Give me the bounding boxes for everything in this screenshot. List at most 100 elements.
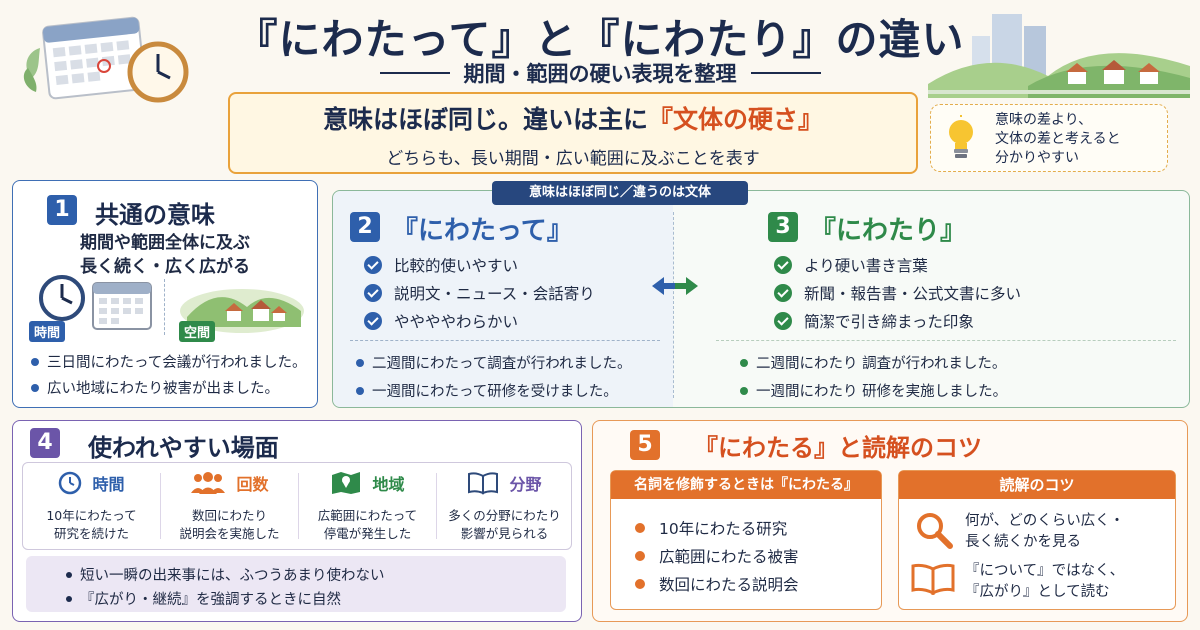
usage-card-body: 10年にわたって 研究を続けた bbox=[46, 508, 137, 541]
section-2-point-text: ややややわらかい bbox=[394, 313, 519, 331]
comparison-banner: 意味はほぼ同じ／違うのは文体 bbox=[492, 181, 748, 205]
usage-card-head: 回数 bbox=[161, 471, 298, 495]
section-number-1: 1 bbox=[47, 195, 77, 225]
usage-card-body: 多くの分野にわたり 影響が見られる bbox=[448, 508, 561, 541]
usage-card-count: 回数 数回にわたり 説明会を実施した bbox=[161, 463, 298, 549]
section-2-point-text: 説明文・ニュース・会話寄り bbox=[394, 285, 595, 303]
section-5-title: 『にわたる』と読解のコツ bbox=[694, 434, 982, 462]
modifier-item: 10年にわたる研究 bbox=[635, 517, 787, 539]
modifier-item: 数回にわたる説明会 bbox=[635, 573, 799, 595]
usage-note: 短い一瞬の出来事には、ふつうあまり使わない bbox=[66, 564, 385, 585]
bullet-dot bbox=[31, 357, 39, 366]
usage-card-label: 時間 bbox=[92, 475, 125, 494]
section-2-background bbox=[333, 191, 673, 407]
modifier-item-text: 広範囲にわたる被害 bbox=[659, 548, 799, 566]
usage-card-label: 地域 bbox=[372, 475, 405, 494]
section-2-point: 説明文・ニュース・会話寄り bbox=[364, 282, 595, 304]
section-3-example-text: 一週間にわたり 研修を実施しました。 bbox=[756, 384, 1008, 400]
usage-card-field: 分野 多くの分野にわたり 影響が見られる bbox=[436, 463, 573, 549]
tag-space: 空間 bbox=[179, 321, 216, 342]
usage-card-body: 広範囲にわたって 停電が発生した bbox=[317, 508, 418, 541]
section-1-desc-line1: 期間や範囲全体に及ぶ bbox=[80, 233, 250, 253]
summary-sub: どちらも、長い期間・広い範囲に及ぶことを表す bbox=[386, 149, 760, 169]
usage-card-head: 時間 bbox=[23, 471, 160, 495]
usage-cards: 時間 10年にわたって 研究を続けた 回数 数回にわたり 説明会を実施した 地域… bbox=[22, 462, 572, 550]
usage-card-head: 分野 bbox=[436, 471, 573, 495]
section-3-title: 『にわたり』 bbox=[810, 216, 967, 246]
section-1-desc: 期間や範囲全体に及ぶ 長く続く・広く広がる bbox=[13, 231, 317, 279]
reading-tips-subpanel: 読解のコツ 何が、どのくらい広く・ 長く続くかを見る 『について』ではなく、 『… bbox=[898, 470, 1176, 610]
usage-card-time: 時間 10年にわたって 研究を続けた bbox=[23, 463, 160, 549]
section-common-meaning: 1 共通の意味 期間や範囲全体に及ぶ 長く続く・広く広がる 時間 空間 三日間に… bbox=[12, 180, 318, 408]
bullet-dot bbox=[635, 551, 645, 561]
town-landscape-illustration bbox=[928, 14, 1190, 98]
check-icon bbox=[364, 312, 382, 330]
section-3-point-text: 簡潔で引き締まった印象 bbox=[804, 313, 974, 331]
page-title: 『にわたって』と『にわたり』の違い bbox=[235, 15, 965, 64]
summary-main: 意味はほぼ同じ。違いは主に『文体の硬さ』 bbox=[230, 100, 916, 136]
section-1-example: 広い地域にわたり被害が出ました。 bbox=[31, 377, 279, 398]
usage-card-head: 地域 bbox=[299, 471, 436, 495]
section-4-title: 使われやすい場面 bbox=[88, 434, 279, 462]
section-1-example-text: 三日間にわたって会議が行われました。 bbox=[47, 355, 307, 371]
usage-note-text: 『広がり・継続』を強調するときに自然 bbox=[80, 592, 341, 608]
usage-note: 『広がり・継続』を強調するときに自然 bbox=[66, 588, 341, 609]
section-number-2: 2 bbox=[350, 212, 380, 242]
section-number-5: 5 bbox=[630, 430, 660, 460]
book-icon bbox=[468, 472, 499, 495]
double-arrow-icon bbox=[652, 277, 698, 295]
section-2-point: ややややわらかい bbox=[364, 310, 518, 332]
summary-main-prefix: 意味はほぼ同じ。違いは主に bbox=[322, 105, 648, 134]
summary-main-highlight: 『文体の硬さ』 bbox=[648, 105, 824, 134]
comparison-divider bbox=[673, 212, 674, 398]
section-3-example: 二週間にわたり 調査が行われました。 bbox=[740, 352, 1006, 373]
bullet-dot bbox=[635, 579, 645, 589]
section-2-example: 一週間にわたって研修を受けました。 bbox=[356, 380, 618, 401]
card-divider bbox=[298, 473, 299, 539]
section-2-example-text: 一週間にわたって研修を受けました。 bbox=[372, 384, 618, 400]
calendar-icon bbox=[92, 282, 152, 330]
reading-tips-head: 読解のコツ bbox=[899, 471, 1175, 499]
section-2-point-text: 比較的使いやすい bbox=[394, 257, 519, 275]
section-1-title: 共通の意味 bbox=[95, 201, 215, 229]
section-2-example: 二週間にわたって調査が行われました。 bbox=[356, 352, 632, 373]
tag-time: 時間 bbox=[29, 321, 66, 342]
section-3-example-text: 二週間にわたり 調査が行われました。 bbox=[756, 356, 1007, 372]
usage-note-text: 短い一瞬の出来事には、ふつうあまり使わない bbox=[80, 568, 385, 584]
check-icon bbox=[364, 284, 382, 302]
section-3-example: 一週間にわたり 研修を実施しました。 bbox=[740, 380, 1007, 401]
reading-tip-text: 『について』ではなく、 『広がり』として読む bbox=[965, 563, 1125, 600]
map-icon bbox=[332, 472, 361, 494]
subtitle-row: 期間・範囲の硬い表現を整理 bbox=[330, 60, 870, 86]
modifier-subpanel-head: 名詞を修飾するときは『にわたる』 bbox=[611, 471, 881, 499]
clock-icon bbox=[59, 471, 82, 495]
subtitle-rule-left bbox=[379, 72, 450, 74]
section-3-point: 新聞・報告書・公式文書に多い bbox=[774, 282, 1021, 304]
card-divider bbox=[436, 473, 437, 539]
tip-callout: 意味の差より、 文体の差と考えると 分かりやすい bbox=[930, 104, 1168, 172]
bullet-dot bbox=[356, 386, 364, 395]
time-space-divider bbox=[164, 279, 165, 335]
section-3-point-text: 新聞・報告書・公式文書に多い bbox=[804, 285, 1022, 303]
section-3-point: より硬い書き言葉 bbox=[774, 254, 928, 276]
check-icon bbox=[364, 256, 382, 274]
lightbulb-icon bbox=[949, 115, 973, 158]
section-3-point: 簡潔で引き締まった印象 bbox=[774, 310, 974, 332]
calendar-clock-illustration bbox=[23, 16, 189, 103]
section-1-desc-line2: 長く続く・広く広がる bbox=[80, 257, 250, 277]
bullet-dot bbox=[740, 386, 748, 395]
section-1-example-text: 広い地域にわたり被害が出ました。 bbox=[47, 381, 279, 397]
card-divider bbox=[160, 473, 161, 539]
usage-card-label: 分野 bbox=[509, 475, 542, 494]
reading-tip-text: 何が、どのくらい広く・ 長く続くかを見る bbox=[965, 513, 1125, 550]
modifier-item-text: 10年にわたる研究 bbox=[659, 520, 788, 538]
bullet-dot bbox=[356, 358, 364, 367]
bullet-dot bbox=[740, 358, 748, 367]
section-number-4: 4 bbox=[30, 428, 60, 458]
people-icon bbox=[191, 472, 226, 494]
summary-box: 意味はほぼ同じ。違いは主に『文体の硬さ』 どちらも、長い期間・広い範囲に及ぶこと… bbox=[228, 92, 918, 174]
usage-card-region: 地域 広範囲にわたって 停電が発生した bbox=[299, 463, 436, 549]
magnifier-icon bbox=[917, 513, 953, 549]
tip-text: 意味の差より、 文体の差と考えると 分かりやすい bbox=[995, 112, 1121, 166]
bullet-dot bbox=[31, 383, 39, 392]
